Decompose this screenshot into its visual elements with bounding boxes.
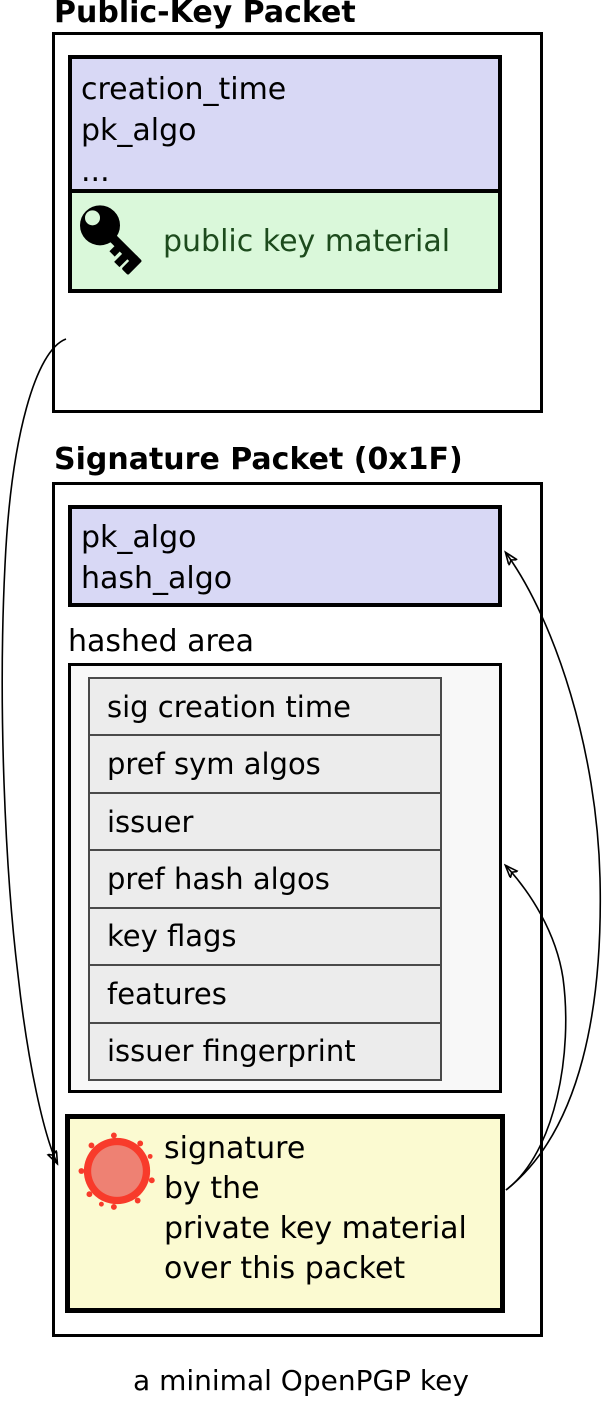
public-key-header-fields: creation_time pk_algo ... (72, 59, 498, 193)
signature-value-box: signature by the private key material ov… (65, 1114, 505, 1313)
hashed-subpacket-table: sig creation time pref sym algos issuer … (88, 677, 442, 1081)
signature-line: private key material (164, 1211, 467, 1246)
signature-description: signature by the private key material ov… (164, 1129, 467, 1289)
signature-line: over this packet (164, 1251, 406, 1286)
signature-header-fields: pk_algo hash_algo (68, 505, 502, 607)
public-key-material-label: public key material (163, 223, 451, 259)
public-key-packet-contents: creation_time pk_algo ... public key mat… (68, 55, 502, 293)
field-ellipsis: ... (81, 154, 110, 189)
signature-line: by the (164, 1171, 260, 1206)
seal-icon (78, 1132, 155, 1210)
subpacket-pref-sym-algos: pref sym algos (90, 736, 440, 794)
field-creation-time: creation_time (81, 72, 287, 107)
signature-packet-title: Signature Packet (0x1F) (54, 442, 463, 477)
subpacket-features: features (90, 966, 440, 1024)
diagram-caption: a minimal OpenPGP key (133, 1364, 469, 1397)
subpacket-key-flags: key flags (90, 908, 440, 967)
field-hash-algo: hash_algo (81, 561, 233, 596)
key-icon (80, 205, 142, 275)
field-pk-algo: pk_algo (81, 113, 197, 148)
subpacket-issuer: issuer (90, 793, 440, 852)
public-key-material-section: public key material (72, 193, 498, 289)
subpacket-issuer-fingerprint: issuer fingerprint (90, 1023, 440, 1079)
hashed-area-label: hashed area (68, 624, 254, 659)
subpacket-sig-creation-time: sig creation time (90, 679, 440, 737)
public-key-packet-title: Public-Key Packet (54, 0, 356, 30)
subpacket-pref-hash-algos: pref hash algos (90, 851, 440, 909)
signature-line: signature (164, 1131, 306, 1166)
field-pk-algo: pk_algo (81, 520, 197, 555)
